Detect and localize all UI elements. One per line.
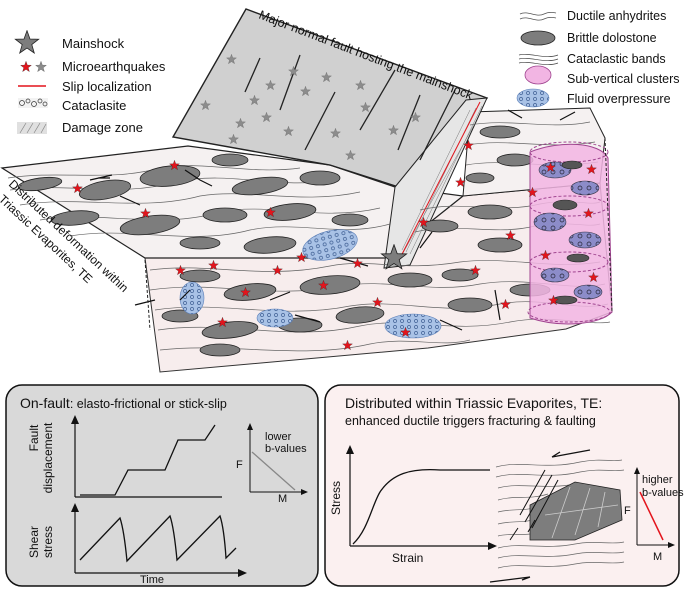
fluid-blob-icon	[516, 88, 550, 108]
rock-sketch	[489, 449, 625, 583]
pink-cluster-icon	[524, 65, 552, 85]
legend-left-item-4: Damage zone	[62, 120, 143, 135]
time-xlabel: Time	[140, 574, 164, 586]
cataclastic-bands-icon	[518, 53, 559, 66]
displacement-plot: Fault displacement	[27, 415, 222, 498]
inset-left-text2: b-values	[265, 443, 307, 455]
legend-right-item-1: Brittle dolostone	[567, 31, 657, 45]
block-dashed-edges	[144, 137, 613, 331]
plot1-ylabel-line2: displacement	[41, 422, 55, 493]
wavy-lines-icon	[519, 11, 557, 21]
stick-slip-curve	[79, 514, 237, 563]
inset-left-xlabel: M	[278, 493, 287, 505]
inset-right-text1: higher	[642, 474, 673, 486]
strain-xlabel: Strain	[392, 551, 423, 565]
shear-arrows	[489, 449, 591, 583]
inset-left-text1: lower	[265, 431, 292, 443]
legend-left-item-1: Microearthquakes	[62, 59, 166, 74]
legend-left-item-3: Cataclasite	[62, 98, 126, 113]
inset-higher-b-line	[639, 491, 664, 541]
big-star-icon	[14, 30, 40, 54]
fluid-overpressure-zones	[179, 229, 442, 339]
panel-distributed: Distributed within Triassic Evaporites, …	[324, 384, 684, 587]
slip-localization-line	[397, 101, 481, 263]
small-stars-icon-grey	[35, 61, 47, 72]
inset-lower-b: lower b-values F M	[236, 423, 308, 505]
legend-left: Mainshock Microearthquakes Slip localiza…	[14, 30, 166, 135]
plot2-ylabel-line1: Shear	[27, 526, 41, 558]
panel-right-title-line2: enhanced ductile triggers fracturing & f…	[345, 414, 596, 428]
legend-right: Ductile anhydrites Brittle dolostone Cat…	[516, 9, 680, 108]
dolostone-lens-icon	[520, 30, 556, 46]
inset-lower-b-line	[251, 451, 296, 491]
shear-stress-plot: Shear stress Time	[27, 503, 247, 586]
inset-higher-b: higher b-values F M	[624, 467, 684, 563]
cataclasite-icon	[18, 98, 48, 108]
legend-left-item-0: Mainshock	[62, 36, 125, 51]
panel-left-title-bold: On-fault	[20, 395, 70, 411]
legend-left-item-2: Slip localization	[62, 79, 152, 94]
displacement-curve	[80, 424, 216, 496]
ductile-curve	[352, 468, 490, 545]
panel-left-title-rest: : elasto-frictional or stick-slip	[70, 397, 227, 411]
small-faults	[89, 109, 576, 331]
sub-vertical-cluster	[527, 141, 613, 325]
legend-right-item-3: Sub-vertical clusters	[567, 72, 680, 86]
legend-right-item-4: Fluid overpressure	[567, 92, 671, 106]
stress-strain-plot: Stress Strain	[329, 445, 497, 565]
plot2-ylabel-line2: stress	[41, 526, 55, 558]
inset-left-ylabel: F	[236, 459, 243, 471]
legend-right-item-2: Cataclastic bands	[567, 52, 666, 66]
inset-right-text2: b-values	[642, 487, 684, 499]
panel-on-fault: On-fault: elasto-frictional or stick-sli…	[5, 384, 319, 587]
small-stars-icon	[20, 61, 32, 72]
legend-right-item-0: Ductile anhydrites	[567, 9, 666, 23]
fault-scarps	[244, 54, 456, 161]
plot1-ylabel-line1: Fault	[27, 424, 41, 451]
svg-text:On-fault: elasto-frictional or: On-fault: elasto-frictional or stick-sli…	[20, 395, 227, 411]
stress-ylabel: Stress	[329, 481, 343, 515]
dolostone-lenses	[17, 125, 551, 357]
inset-right-xlabel: M	[653, 551, 662, 563]
damage-zone-hatching	[397, 105, 483, 263]
inset-right-ylabel: F	[624, 505, 631, 517]
damage-zone-icon	[17, 122, 47, 134]
panel-right-title-line1: Distributed within Triassic Evaporites, …	[345, 395, 602, 411]
block-diagram: Major normal fault hosting the mainshock…	[0, 8, 613, 373]
